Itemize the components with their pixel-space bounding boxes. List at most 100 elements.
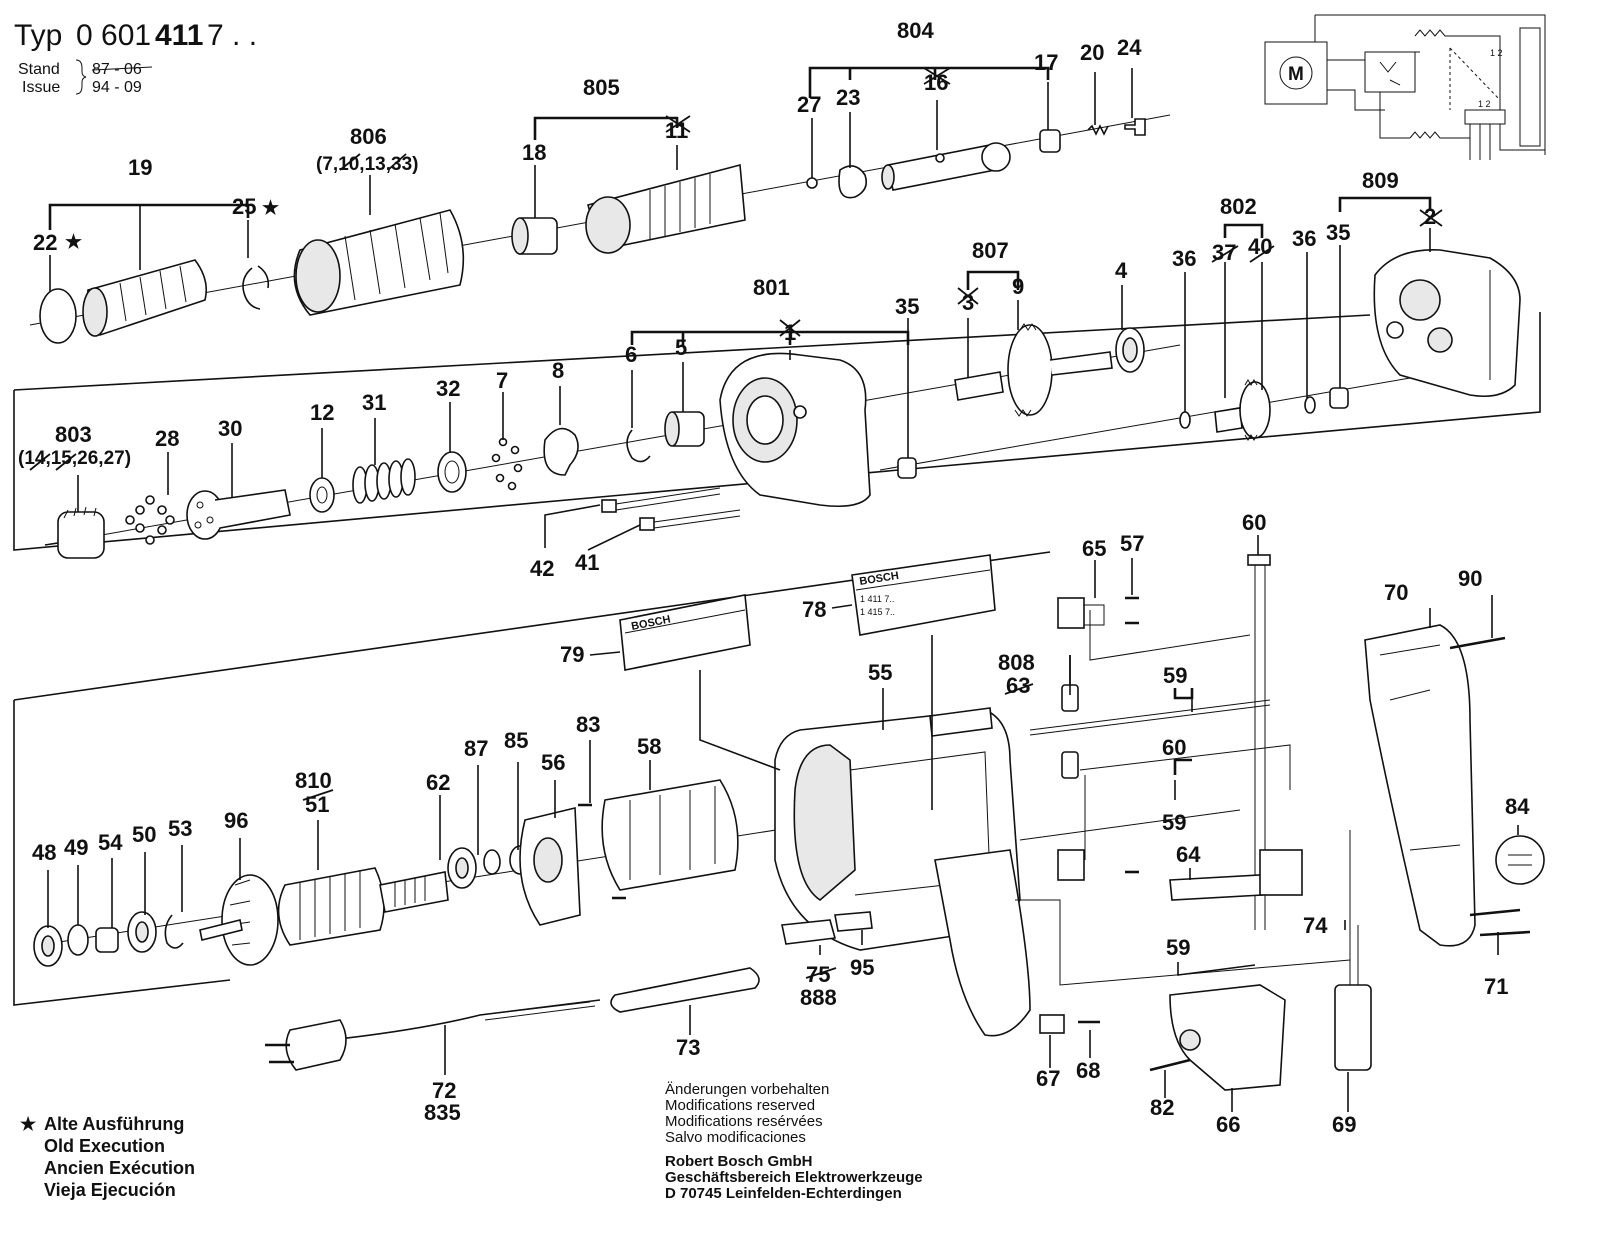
label-78: 78 [802, 597, 826, 622]
part-28-balls [125, 495, 175, 545]
label-60-a: 60 [1242, 510, 1266, 535]
part-3-shaft [954, 371, 1004, 401]
label-809: 809 [1362, 168, 1399, 193]
label-5: 5 [675, 335, 687, 360]
note-modifications-2: Modifications reserved [665, 1097, 815, 1114]
label-65: 65 [1082, 536, 1106, 561]
part-57-screws [1125, 596, 1139, 625]
label-84: 84 [1505, 794, 1530, 819]
stand-strike [91, 66, 153, 71]
label-40: 40 [1248, 234, 1272, 259]
label-25: 25 [232, 194, 256, 219]
label-806-subset: (7,10,13,33) [316, 154, 418, 175]
label-32: 32 [436, 376, 460, 401]
label-60-b: 60 [1162, 735, 1186, 760]
label-24: 24 [1117, 35, 1142, 60]
part-810-armature [277, 867, 385, 946]
label-66: 66 [1216, 1112, 1240, 1137]
part-22-ring [39, 288, 77, 344]
label-59-b: 59 [1162, 810, 1186, 835]
label-25-star: ★ [262, 198, 279, 219]
middle-row-parts [44, 249, 1521, 559]
part-16-shaft [887, 144, 996, 191]
label-3: 3 [962, 290, 974, 315]
label-35: 35 [895, 294, 919, 319]
part-802-pinion [1214, 407, 1243, 433]
label-804: 804 [897, 18, 934, 43]
label-22-star: ★ [65, 232, 82, 253]
label-27: 27 [797, 92, 821, 117]
footer-notes: Änderungen vorbehalten Modifications res… [665, 1081, 923, 1202]
part-25-circlip [242, 265, 270, 310]
part-54-sleeve [95, 927, 119, 953]
label-1: 1 [784, 320, 796, 345]
label-57: 57 [1120, 531, 1144, 556]
leaders [47, 66, 1519, 1112]
label-8: 8 [552, 358, 564, 383]
label-23: 23 [836, 85, 860, 110]
label-73: 73 [676, 1035, 700, 1060]
label-19: 19 [128, 155, 152, 180]
label-83: 83 [576, 712, 600, 737]
label-48: 48 [32, 840, 56, 865]
label-50: 50 [132, 822, 156, 847]
label-59-a: 59 [1163, 663, 1187, 688]
label-95: 95 [850, 955, 874, 980]
label-16: 16 [924, 70, 948, 95]
part-41-screw [639, 509, 741, 531]
legend-line-3: Ancien Exécution [44, 1158, 195, 1178]
part-96-fan [221, 874, 279, 966]
label-31: 31 [362, 390, 386, 415]
note-company-1: Robert Bosch GmbH [665, 1153, 813, 1170]
label-74: 74 [1303, 913, 1328, 938]
label-72: 72 [432, 1078, 456, 1103]
label-30: 30 [218, 416, 242, 441]
legend-line-2: Old Execution [44, 1136, 165, 1156]
label-37: 37 [1212, 240, 1236, 265]
svg-text:1 2: 1 2 [1490, 48, 1503, 58]
part-66-switch [1169, 984, 1286, 1091]
note-company-2: Geschäftsbereich Elektrowerkzeuge [665, 1169, 923, 1186]
legend-star: ★ [20, 1114, 37, 1134]
label-20: 20 [1080, 40, 1104, 65]
part-31-spring [352, 458, 416, 504]
label-801: 801 [753, 275, 790, 300]
part-79-nameplate [619, 594, 751, 671]
legend: ★ Alte Ausführung Old Execution Ancien E… [20, 1114, 195, 1200]
part-803-clutch [57, 511, 105, 559]
label-803-subset: (14,15,26,27) [18, 448, 131, 469]
label-17: 17 [1034, 50, 1058, 75]
part-24-screw [1124, 118, 1146, 136]
type-number-bold: 411 [155, 19, 203, 52]
stand-label: Stand [18, 61, 60, 78]
brace [75, 59, 87, 95]
label-6: 6 [625, 342, 637, 367]
label-87: 87 [464, 736, 488, 761]
part-71-screws [1469, 908, 1531, 937]
part-58-stator [601, 779, 739, 891]
part-69-capacitor [1334, 984, 1372, 1071]
label-888: 888 [800, 985, 837, 1010]
label-803: 803 [55, 422, 92, 447]
label-810: 810 [295, 768, 332, 793]
label-35-b: 35 [1326, 220, 1350, 245]
part-72-plug [285, 1019, 347, 1071]
part-35-sleeve [897, 457, 917, 479]
part-8-cam-ring [543, 427, 579, 476]
part-65-brush-holder [1057, 597, 1085, 629]
legend-line-4: Vieja Ejecución [44, 1180, 176, 1200]
part-27-ball [806, 177, 818, 189]
label-67: 67 [1036, 1066, 1060, 1091]
svg-text:1 2: 1 2 [1478, 99, 1491, 109]
part-74-wire [1349, 830, 1359, 985]
issue-label: Issue [22, 79, 60, 96]
note-modifications-1: Änderungen vorbehalten [665, 1081, 829, 1098]
wiring-schematic: M 1 2 1 2 [1264, 14, 1546, 160]
label-96: 96 [224, 808, 248, 833]
label-70: 70 [1384, 580, 1408, 605]
label-7: 7 [496, 368, 508, 393]
header: Typ 0 601 411 7 . . Stand Issue 87 - 06 … [14, 19, 257, 96]
note-modifications-3: Modifications resérvées [665, 1113, 823, 1130]
label-11: 11 [665, 118, 688, 143]
label-807: 807 [972, 238, 1009, 263]
